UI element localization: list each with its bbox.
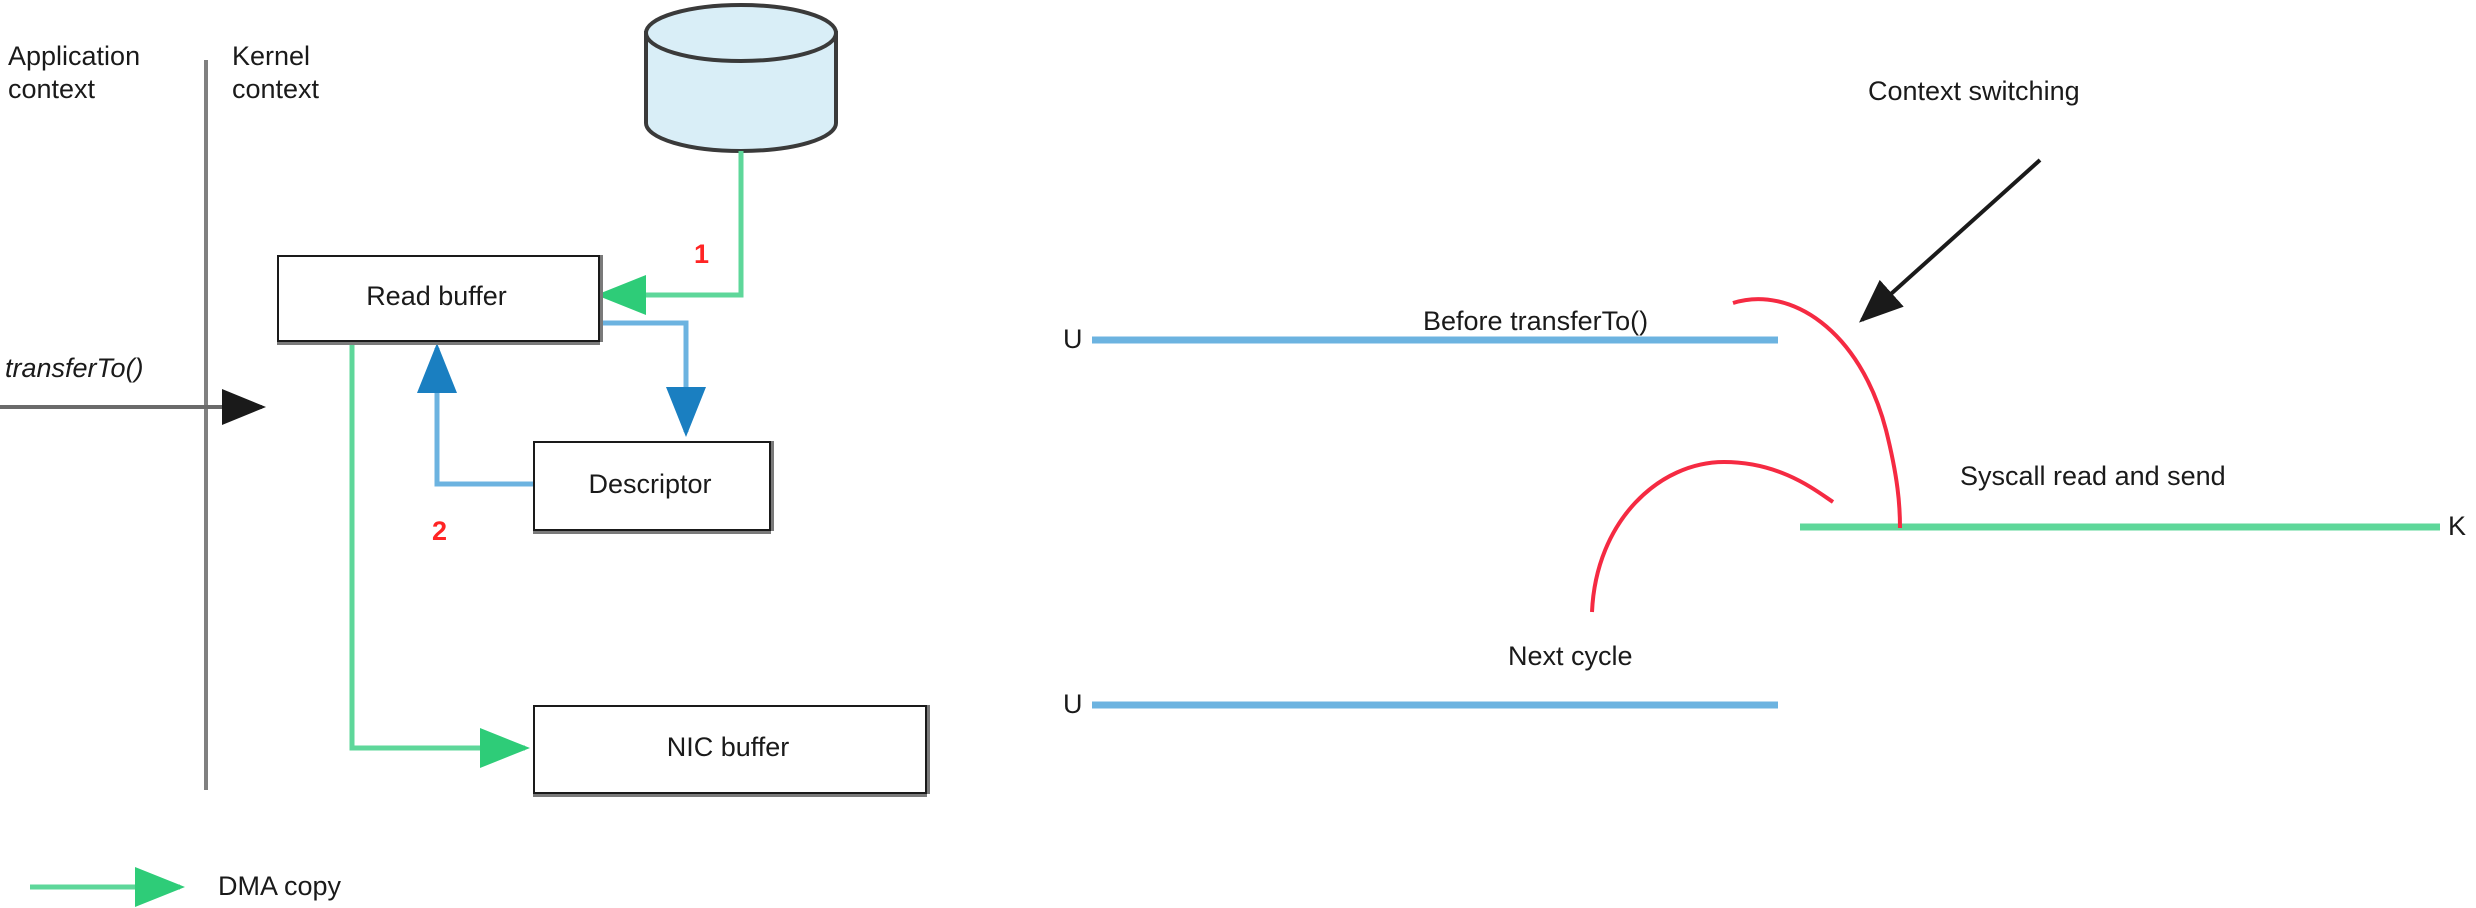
context-switching-annotation: Context switching [1868, 76, 2080, 106]
transferto-italic-text: transferTo() [1510, 306, 1649, 336]
before-transferto-annotation: Before transferTo() [1393, 272, 1648, 371]
kernel-lane-label: K [2448, 511, 2467, 541]
descriptor-label: Descriptor [588, 468, 712, 499]
read-buffer[interactable] [277, 255, 600, 342]
transferto-label: transferTo() [5, 353, 144, 383]
before-transferto-text: Before [1423, 306, 1511, 336]
disk-cylinder-shape [644, 3, 838, 153]
user-lane-bottom-label: U [1063, 689, 1083, 719]
legend-dma-copy-label: DMA copy [218, 871, 342, 901]
dma-disk-to-readbuffer [596, 151, 744, 315]
nic-buffer-label: NIC buffer [666, 732, 790, 762]
step-1-label: 1 [694, 239, 710, 269]
user-lane-top-label: U [1063, 324, 1083, 354]
syscall-read-and-send-annotation: Syscall read and send [1960, 461, 2226, 491]
descriptor-to-readbuffer [417, 343, 533, 487]
descriptor[interactable] [533, 441, 771, 531]
kernel-context-label: Kernel context [232, 41, 320, 104]
step-2-label: 2 [432, 516, 448, 546]
nic-buffer[interactable] [533, 705, 927, 794]
context-switch-curve-up [1590, 459, 1835, 613]
context-switch-curve-down [1732, 297, 1902, 529]
read-buffer-label: Read buffer [366, 281, 507, 311]
application-context-label: Application context [8, 41, 141, 104]
context-switching-pointer [1859, 158, 2042, 323]
readbuffer-to-descriptor [598, 320, 706, 437]
next-cycle-annotation: Next cycle [1508, 641, 1633, 671]
